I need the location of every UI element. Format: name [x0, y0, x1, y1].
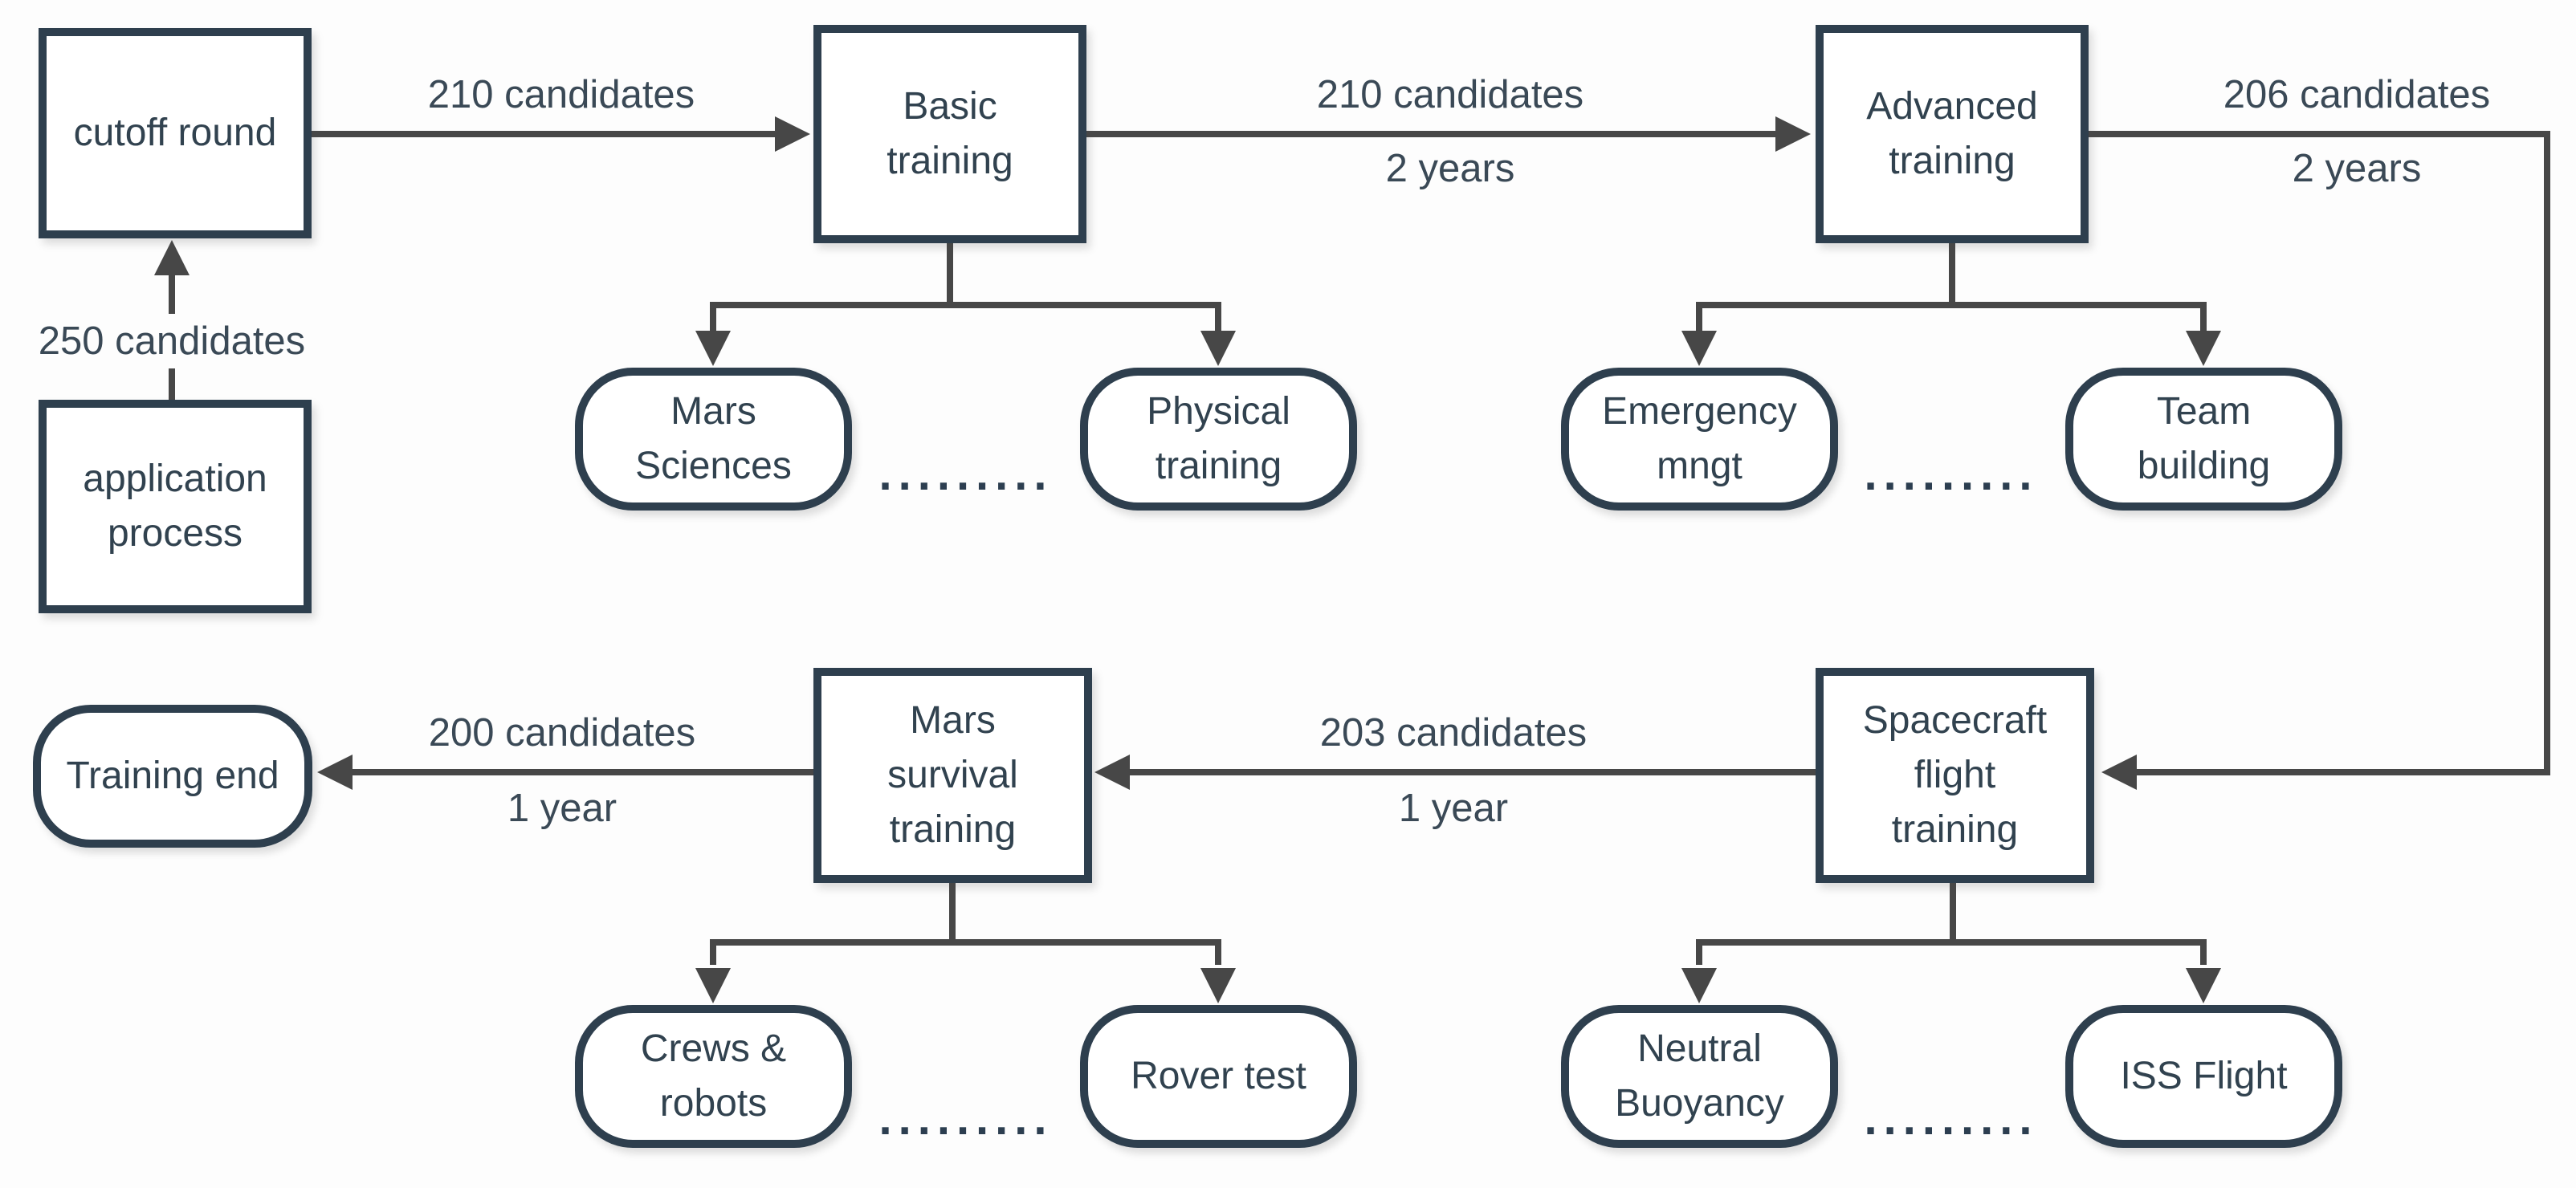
node-neutral-buoyancy: Neutral Buoyancy: [1561, 1005, 1838, 1148]
arrowhead-basic-to-advanced: [1775, 116, 1811, 152]
node-mars-survival-training: Mars survival training: [813, 668, 1092, 883]
node-cutoff-round: cutoff round: [39, 28, 312, 238]
arrowhead-application-to-cutoff: [154, 240, 190, 275]
edge-advanced-to-spacecraft-bottom-line: [2137, 769, 2550, 775]
edge-label-1-year-2: 1 year: [507, 787, 618, 830]
branch-basic-bar: [710, 302, 1221, 308]
node-application-process: application process: [39, 400, 312, 613]
edge-label-250-candidates: 250 candidates: [25, 314, 319, 368]
branch-spacecraft-bar: [1696, 939, 2207, 946]
arrowhead-basic-to-mars-sciences: [695, 331, 731, 366]
edge-label-1-year: 1 year: [1398, 787, 1509, 830]
edge-label-203-candidates: 203 candidates: [1319, 711, 1588, 755]
branch-basic-drop-left: [710, 308, 716, 332]
node-spacecraft-flight-training: Spacecraft flight training: [1816, 668, 2094, 883]
arrowhead-spacecraft-to-mars: [1094, 755, 1130, 790]
branch-spacecraft-drop-right: [2200, 946, 2207, 965]
node-crews-and-robots: Crews & robots: [575, 1005, 852, 1148]
branch-spacecraft-drop-left: [1696, 946, 1702, 965]
node-team-building: Team building: [2065, 368, 2342, 511]
node-training-end: Training end: [33, 705, 312, 848]
branch-mars-bar: [710, 939, 1221, 946]
edge-label-200-candidates: 200 candidates: [428, 711, 696, 755]
edge-label-206-candidates: 206 candidates: [2223, 73, 2491, 116]
edge-advanced-to-spacecraft-top-line: [2089, 131, 2550, 137]
node-basic-training: Basic training: [813, 25, 1086, 243]
branch-advanced-bar: [1696, 302, 2207, 308]
node-physical-training: Physical training: [1080, 368, 1357, 511]
edge-label-210-candidates-2: 210 candidates: [1316, 73, 1584, 116]
branch-mars-drop-left: [710, 946, 716, 965]
edge-spacecraft-to-mars-line: [1130, 769, 1816, 775]
node-emergency-mngt: Emergency mngt: [1561, 368, 1838, 511]
branch-basic-drop-right: [1215, 308, 1221, 332]
node-mars-sciences: Mars Sciences: [575, 368, 852, 511]
arrowhead-advanced-to-team: [2186, 331, 2221, 366]
arrowhead-advanced-to-spacecraft: [2101, 755, 2137, 790]
edge-advanced-to-spacecraft-vertical-line: [2544, 131, 2550, 775]
branch-advanced-stem: [1949, 243, 1955, 305]
edge-label-2-years-2: 2 years: [2292, 147, 2422, 190]
arrowhead-mars-to-rover: [1200, 968, 1236, 1003]
edge-mars-to-end-line: [353, 769, 813, 775]
branch-spacecraft-stem: [1950, 883, 1956, 942]
arrowhead-mars-to-end: [317, 755, 353, 790]
arrowhead-spacecraft-to-iss: [2186, 968, 2221, 1003]
node-advanced-training: Advanced training: [1816, 25, 2089, 243]
branch-advanced-drop-right: [2200, 308, 2207, 332]
branch-advanced-drop-left: [1696, 308, 1702, 332]
edge-cutoff-to-basic-line: [312, 131, 775, 137]
branch-mars-drop-right: [1215, 946, 1221, 965]
branch-mars-stem: [949, 883, 956, 942]
edge-label-210-candidates: 210 candidates: [427, 73, 695, 116]
arrowhead-mars-to-crews: [695, 968, 731, 1003]
edge-label-2-years: 2 years: [1385, 147, 1515, 190]
arrowhead-cutoff-to-basic: [775, 116, 810, 152]
edge-basic-to-advanced-line: [1086, 131, 1775, 137]
node-rover-test: Rover test: [1080, 1005, 1357, 1148]
arrowhead-basic-to-physical: [1200, 331, 1236, 366]
arrowhead-spacecraft-to-buoyancy: [1681, 968, 1717, 1003]
branch-basic-stem: [947, 243, 953, 305]
node-iss-flight: ISS Flight: [2065, 1005, 2342, 1148]
arrowhead-advanced-to-emergency: [1681, 331, 1717, 366]
